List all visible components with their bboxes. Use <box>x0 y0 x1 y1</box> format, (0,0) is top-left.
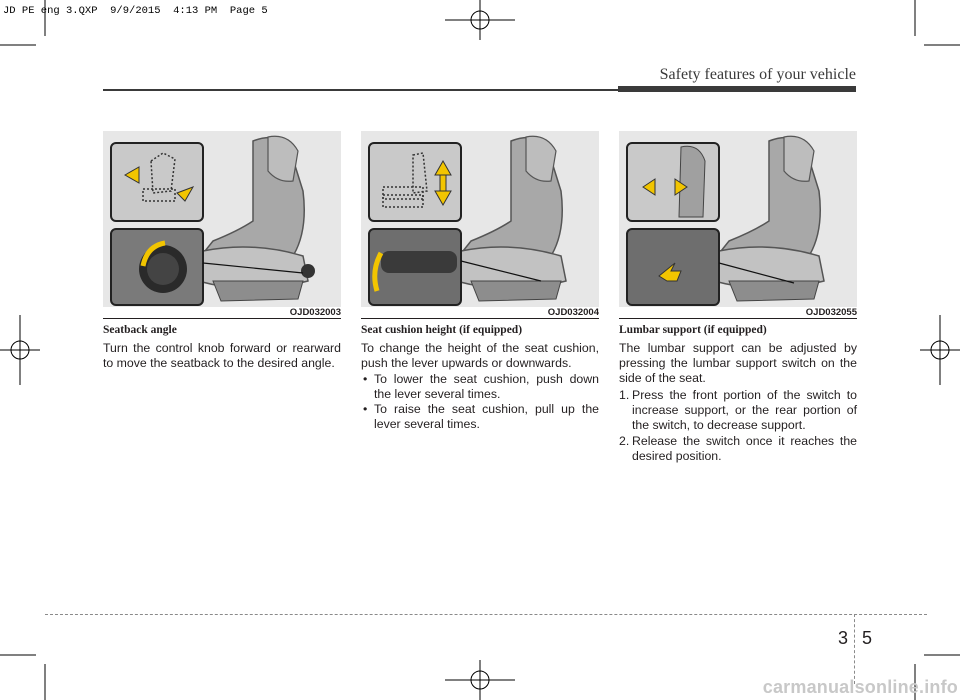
paragraph-lumbar-support: The lumbar support can be adjusted by pr… <box>619 341 857 385</box>
page-number: 5 <box>862 628 873 648</box>
heading-seatback-angle: Seatback angle <box>103 324 177 336</box>
watermark: carmanualsonline.info <box>762 677 958 697</box>
step-number: 1. <box>619 388 630 402</box>
step-text: Release the switch once it reaches the d… <box>632 434 857 463</box>
paragraph-seat-cushion-height: To change the height of the seat cushion… <box>361 341 599 370</box>
step-text: Press the front portion of the switch to… <box>632 388 857 432</box>
figure-code-2: OJD032004 <box>547 307 599 318</box>
figure-seat-cushion-height <box>361 131 599 307</box>
paragraph-seatback-angle: Turn the control knob forward or rearwar… <box>103 341 341 370</box>
bullet-dot: • <box>363 402 368 416</box>
heading-lumbar-support: Lumbar support (if equipped) <box>619 324 767 336</box>
header-rule <box>103 89 854 91</box>
inset-switch-closeup <box>626 228 720 306</box>
inset-knob-closeup <box>110 228 204 306</box>
inset-height-diagram <box>368 142 462 222</box>
bullet-text: To lower the seat cushion, push down the… <box>374 372 599 401</box>
footer-dashed-rule <box>45 614 927 615</box>
figure-code-1: OJD032003 <box>289 307 341 318</box>
figure-code-3: OJD032055 <box>805 307 857 318</box>
chapter-number: 3 <box>838 628 849 648</box>
step-1: 1. Press the front portion of the switch… <box>619 388 857 433</box>
figure-rule-3 <box>619 318 857 319</box>
bullet-text: To raise the seat cushion, pull up the l… <box>374 402 599 431</box>
inset-lever-closeup <box>368 228 462 306</box>
figure-seatback-angle <box>103 131 341 307</box>
print-slug: JD PE eng 3.QXP 9/9/2015 4:13 PM Page 5 <box>3 5 268 17</box>
figure-rule-2 <box>361 318 599 319</box>
inset-seatback-diagram <box>110 142 204 222</box>
seat-illustration <box>713 135 825 302</box>
inset-lumbar-diagram <box>626 142 720 222</box>
figure-lumbar-support <box>619 131 857 307</box>
seat-illustration <box>197 135 315 302</box>
seat-illustration <box>455 135 567 302</box>
section-title: Safety features of your vehicle <box>659 66 856 83</box>
step-2: 2. Release the switch once it reaches th… <box>619 434 857 464</box>
bullet-lower-cushion: • To lower the seat cushion, push down t… <box>361 372 599 402</box>
bullet-dot: • <box>363 372 368 386</box>
header-rule-accent <box>618 86 856 92</box>
bullet-raise-cushion: • To raise the seat cushion, pull up the… <box>361 402 599 432</box>
page-number-separator <box>854 614 855 684</box>
figure-rule-1 <box>103 318 341 319</box>
heading-seat-cushion-height: Seat cushion height (if equipped) <box>361 324 523 336</box>
step-number: 2. <box>619 434 630 448</box>
